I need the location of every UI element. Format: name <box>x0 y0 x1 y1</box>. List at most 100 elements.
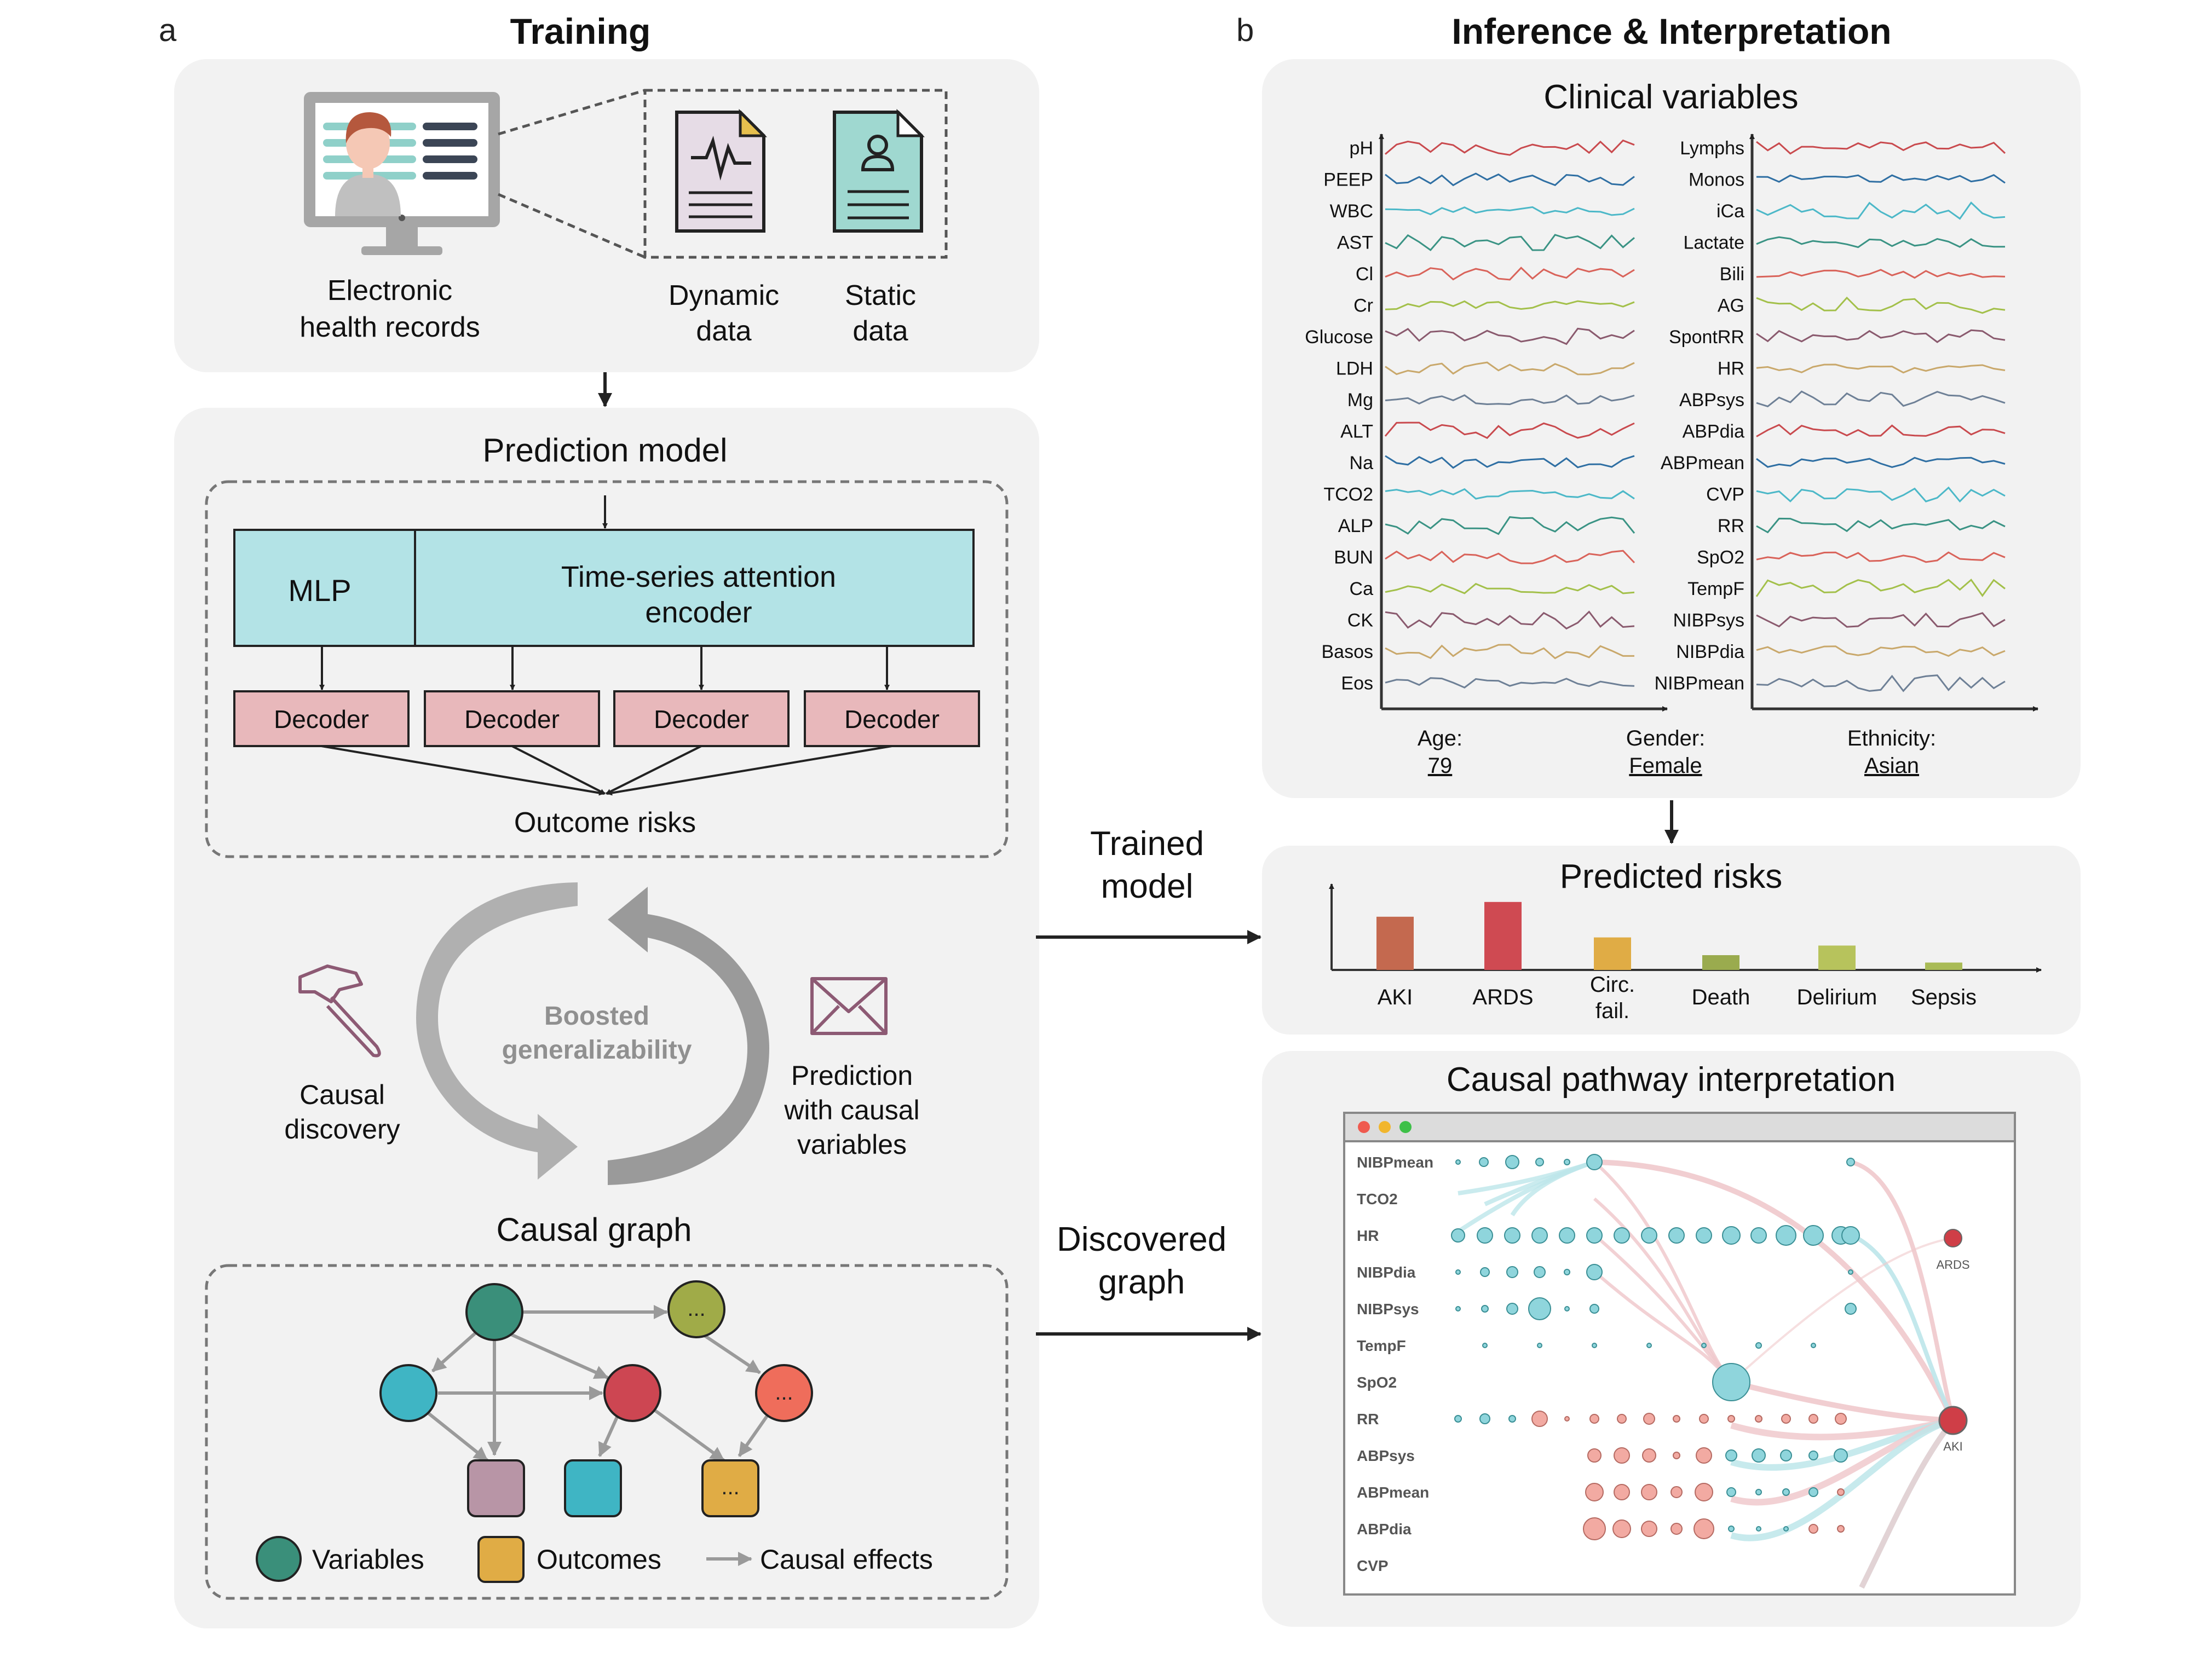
boosted-label-line1: Boosted <box>544 1002 649 1031</box>
causal-dot-rr-14 <box>1835 1413 1847 1425</box>
outcome-node-teal <box>564 1459 622 1517</box>
causal-dot-rr-6 <box>1617 1414 1627 1424</box>
risk-axes <box>1329 883 2042 973</box>
clinical-axes <box>1379 134 2038 712</box>
discovered-graph-line2: graph <box>1098 1263 1185 1301</box>
causal-dot-abpmean-2 <box>1641 1484 1657 1500</box>
right-var-trace-ag <box>1756 296 2006 314</box>
causal-dot-nibpsys-1 <box>1481 1305 1489 1313</box>
clinical-variables-box <box>1262 59 2081 798</box>
causal-dot-hr-5 <box>1586 1227 1603 1244</box>
right-var-label-ica: iCa <box>1716 201 1744 222</box>
causal-dot-rr-5 <box>1589 1414 1599 1424</box>
prediction-model-dashed-box <box>205 480 1009 858</box>
flow-teal-upper-3 <box>1510 1160 1595 1217</box>
app-window <box>1343 1112 2016 1596</box>
right-var-label-hr: HR <box>1718 359 1744 379</box>
causal-row-hr: HR <box>1357 1227 1379 1244</box>
causal-dot-abpmean-3 <box>1670 1486 1683 1498</box>
causal-dot-rr-11 <box>1755 1415 1762 1423</box>
left-var-label-eos: Eos <box>1341 673 1373 694</box>
ehr-label-line1: Electronic <box>327 275 452 307</box>
age-value: 79 <box>1428 754 1453 778</box>
causal-dot-abpmean-8 <box>1808 1487 1818 1497</box>
left-var-label-alt: ALT <box>1340 421 1373 442</box>
decoder-1 <box>233 690 410 747</box>
causal-row-nibpmean: NIBPmean <box>1357 1154 1433 1171</box>
causal-dot-nibpsys-4 <box>1564 1306 1570 1311</box>
causal-dot-tempf-6 <box>1811 1343 1816 1348</box>
ards-node <box>1944 1229 1962 1247</box>
causal-row-nibpsys: NIBPsys <box>1357 1301 1419 1318</box>
left-var-trace-tco2 <box>1385 488 1635 500</box>
causal-dot-nibpsys-5 <box>1589 1304 1599 1314</box>
right-var-trace-monos <box>1756 174 2006 184</box>
aki-node <box>1938 1406 1968 1435</box>
causal-dot-abpmean-6 <box>1755 1489 1762 1495</box>
mlp-label: MLP <box>288 573 351 608</box>
right-var-trace-nibpmean <box>1756 674 2006 692</box>
variable-node-green <box>465 1283 523 1341</box>
flow-bottom-3 <box>1859 1418 1955 1589</box>
dynamic-data-label-line2: data <box>696 315 751 347</box>
encoder-label-line1: Time-series attention <box>561 561 836 593</box>
causal-dot-hr-1 <box>1477 1227 1493 1244</box>
boosted-label-line2: generalizability <box>502 1036 692 1065</box>
left-var-label-ph: pH <box>1350 138 1373 159</box>
hammer-icon <box>298 964 381 1058</box>
static-data-label-line2: data <box>852 315 908 347</box>
decoder-arrows <box>319 646 890 690</box>
causal-row-tco2: TCO2 <box>1357 1191 1398 1207</box>
left-var-trace-ck <box>1385 610 1635 630</box>
outcome-node-mauve <box>467 1459 525 1517</box>
legend-variables-label: Variables <box>312 1544 424 1575</box>
right-var-label-spontrr: SpontRR <box>1669 327 1744 348</box>
window-close-dot[interactable] <box>1358 1121 1370 1133</box>
causal-dot-hr-15 <box>1841 1226 1860 1245</box>
left-var-trace-na <box>1385 455 1635 469</box>
causal-dot-nibpsys-2 <box>1506 1303 1518 1315</box>
causal-dot-nibpmean-6 <box>1846 1158 1855 1166</box>
risk-tick-ards: ARDS <box>1472 985 1533 1009</box>
static-data-document-icon <box>833 108 925 233</box>
decoder-2-label: Decoder <box>464 705 560 733</box>
ehr-label-line2: health records <box>299 311 480 343</box>
left-var-label-ast: AST <box>1337 233 1373 253</box>
causal-dot-abpsys-1 <box>1614 1447 1630 1464</box>
risk-bar-delirium <box>1818 945 1856 970</box>
causal-dot-nibpmean-1 <box>1479 1157 1489 1167</box>
salmon-node-ellipsis: ... <box>775 1380 793 1405</box>
ethnicity-label: Ethnicity: <box>1847 726 1936 750</box>
causal-discovery-line2: discovery <box>284 1114 400 1145</box>
causal-dot-rr-9 <box>1699 1414 1709 1424</box>
causal-dot-tempf-4 <box>1701 1343 1707 1348</box>
causal-discovery-line1: Causal <box>299 1079 385 1110</box>
causal-dot-abpsys-5 <box>1725 1449 1737 1461</box>
panel-a-letter: a <box>159 13 177 48</box>
causal-dot-abpdia-9 <box>1837 1525 1845 1533</box>
risk-tick-aki: AKI <box>1378 985 1413 1009</box>
right-var-label-nibpmean: NIBPmean <box>1655 673 1744 694</box>
right-var-label-abpsys: ABPsys <box>1679 390 1744 411</box>
window-minimize-dot[interactable] <box>1379 1121 1391 1133</box>
window-maximize-dot[interactable] <box>1399 1121 1412 1133</box>
prediction-causal-line2: with causal <box>784 1095 919 1125</box>
causal-dot-tempf-2 <box>1592 1343 1597 1348</box>
risk-tick-circ-line2: fail. <box>1595 999 1629 1023</box>
right-var-trace-nibpdia <box>1756 645 2006 657</box>
causal-row-nibpdia: NIBPdia <box>1357 1264 1416 1281</box>
causal-dot-abpdia-6 <box>1756 1526 1761 1532</box>
right-var-trace-ica <box>1756 201 2006 220</box>
causal-dot-nibpdia-2 <box>1506 1266 1518 1278</box>
right-var-label-nibpsys: NIBPsys <box>1673 610 1744 631</box>
risk-bar-circ-fail <box>1594 937 1631 970</box>
clinical-variables-title: Clinical variables <box>1543 78 1798 116</box>
legend-effects-label: Causal effects <box>760 1544 933 1575</box>
causal-dot-abpmean-1 <box>1614 1484 1630 1500</box>
left-var-label-cr: Cr <box>1353 296 1373 316</box>
left-var-trace-alt <box>1384 421 1635 440</box>
causal-row-abpsys: ABPsys <box>1357 1447 1415 1464</box>
right-var-trace-nibpsys <box>1756 612 2006 628</box>
variable-node-olive <box>667 1280 725 1338</box>
